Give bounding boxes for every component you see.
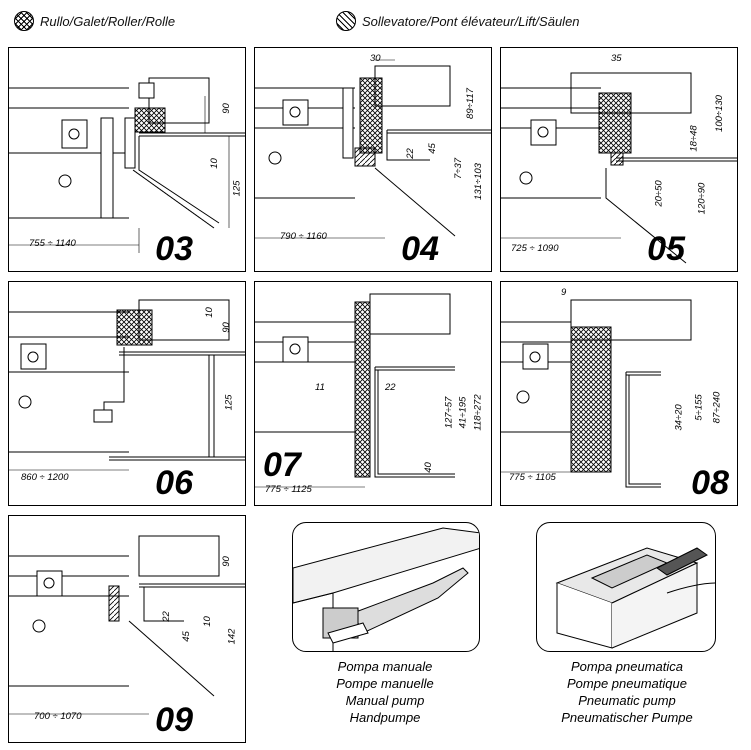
panel-08-dim-34-20: 34÷20 (673, 404, 685, 431)
panel-03-number: 03 (155, 230, 193, 268)
panel-03-dim-10: 10 (208, 158, 220, 169)
manual-pump-label-it: Pompa manuale (337, 659, 433, 674)
panel-07-dim-41-195: 41÷195 (457, 396, 469, 429)
manual-pump-caption: Pompa manuale Pompe manuelle Manual pump… (295, 658, 475, 726)
diagram-panel-08: 9 34÷20 5÷155 87÷240 775 ÷ 1105 08 (500, 281, 738, 506)
panel-06-dim-90: 90 (220, 322, 232, 333)
manual-pump-label-fr: Pompe manuelle (336, 676, 434, 691)
diagram-panel-03: 755 ÷ 1140 90 10 125 03 (8, 47, 246, 272)
pneumatic-pump-label-en: Pneumatic pump (578, 693, 676, 708)
panel-03-drawing (9, 77, 245, 253)
panel-04-dim-89-117: 89÷117 (464, 88, 476, 119)
panel-07-dim-127-57: 127÷57 (443, 396, 455, 429)
panel-07-dim-11: 11 (315, 382, 325, 393)
panel-09-number: 09 (155, 701, 193, 739)
manual-pump-label-de: Handpumpe (349, 710, 421, 725)
panel-07-dim-118-272: 118÷272 (472, 394, 484, 431)
panel-09-dim-90: 90 (220, 556, 232, 567)
panel-06-dim-10: 10 (203, 307, 215, 318)
panel-03-dim-125: 125 (231, 180, 243, 197)
panel-09-dim-22: 22 (160, 611, 172, 622)
panel-07-drawing (255, 293, 455, 488)
panel-09-dim-10: 10 (201, 616, 213, 627)
pneumatic-pump-caption: Pompa pneumatica Pompe pneumatique Pneum… (532, 658, 722, 726)
panel-08-number: 08 (691, 464, 729, 502)
panel-03-dim-90: 90 (220, 103, 232, 114)
pneumatic-pump-drawing (555, 547, 715, 649)
panel-06-number: 06 (155, 464, 193, 502)
panel-04-dim-45: 45 (426, 143, 438, 154)
panel-08-dim-9: 9 (561, 287, 567, 298)
manual-pump-drawing (293, 527, 479, 651)
panel-06-range: 860 ÷ 1200 (21, 472, 69, 483)
panel-08-drawing (501, 299, 692, 488)
panel-07-dim-22: 22 (385, 382, 396, 393)
panel-04-range: 790 ÷ 1160 (280, 231, 327, 242)
panel-09-range: 700 ÷ 1070 (34, 711, 82, 722)
legend-lift-label: Sollevatore/Pont élévateur/Lift/Säulen (362, 13, 580, 29)
panel-05-range: 725 ÷ 1090 (511, 243, 559, 254)
panel-06-drawing (9, 299, 245, 471)
panel-08-dim-87-240: 87÷240 (711, 391, 723, 424)
panel-08-dim-5-155: 5÷155 (693, 394, 705, 421)
panel-05-dim-18-48: 18÷48 (688, 125, 700, 152)
diagram-panel-04: 30 89÷117 45 22 7÷37 131÷103 790 ÷ 1160 … (254, 47, 492, 272)
manual-pump-label-en: Manual pump (345, 693, 425, 708)
panel-07-range: 775 ÷ 1125 (265, 484, 312, 495)
diagonal-hatch-swatch-icon (336, 11, 356, 31)
panel-08-range: 775 ÷ 1105 (509, 472, 556, 483)
panel-04-drawing (255, 59, 491, 239)
diagram-panel-07: 11 22 127÷57 41÷195 118÷272 40 775 ÷ 112… (254, 281, 492, 506)
diagram-panel-06: 10 90 125 860 ÷ 1200 06 (8, 281, 246, 506)
panel-04-dim-22: 22 (404, 148, 416, 159)
panel-07-number: 07 (263, 446, 301, 484)
panel-03-range: 755 ÷ 1140 (29, 238, 76, 249)
pneumatic-pump-illustration (536, 522, 716, 652)
panel-05-dim-100-130: 100÷130 (713, 95, 725, 132)
legend-lift: Sollevatore/Pont élévateur/Lift/Säulen (336, 8, 580, 34)
panel-09-dim-142: 142 (226, 628, 238, 645)
pneumatic-pump-label-it: Pompa pneumatica (570, 659, 683, 674)
panel-04-dim-30: 30 (370, 53, 381, 64)
panel-04-dim-131-103: 131÷103 (472, 163, 484, 200)
panel-05-drawing (501, 72, 737, 264)
panel-05-number: 05 (647, 230, 685, 268)
panel-09-dim-45: 45 (180, 631, 192, 642)
pneumatic-pump-label-de: Pneumatischer Pumpe (561, 710, 693, 725)
legend-roller-label: Rullo/Galet/Roller/Rolle (40, 13, 176, 29)
panel-04-dim-7-37: 7÷37 (453, 157, 465, 180)
panel-05-dim-20-50: 20÷50 (653, 180, 665, 207)
panel-05-dim-120-90: 120÷90 (696, 182, 708, 215)
crosshatch-swatch-icon (14, 11, 34, 31)
panel-05-dim-35: 35 (611, 53, 622, 64)
manual-pump-illustration (292, 522, 480, 652)
panel-06-dim-125: 125 (223, 394, 235, 411)
pneumatic-pump-label-fr: Pompe pneumatique (567, 676, 687, 691)
panel-07-dim-40: 40 (422, 462, 434, 473)
panel-04-number: 04 (401, 230, 439, 268)
diagram-panel-05: 35 100÷130 18÷48 20÷50 120÷90 725 ÷ 1090… (500, 47, 738, 272)
panel-09-drawing (9, 535, 245, 715)
legend-roller: Rullo/Galet/Roller/Rolle (14, 8, 175, 34)
diagram-panel-09: 90 22 45 10 142 700 ÷ 1070 09 (8, 515, 246, 743)
